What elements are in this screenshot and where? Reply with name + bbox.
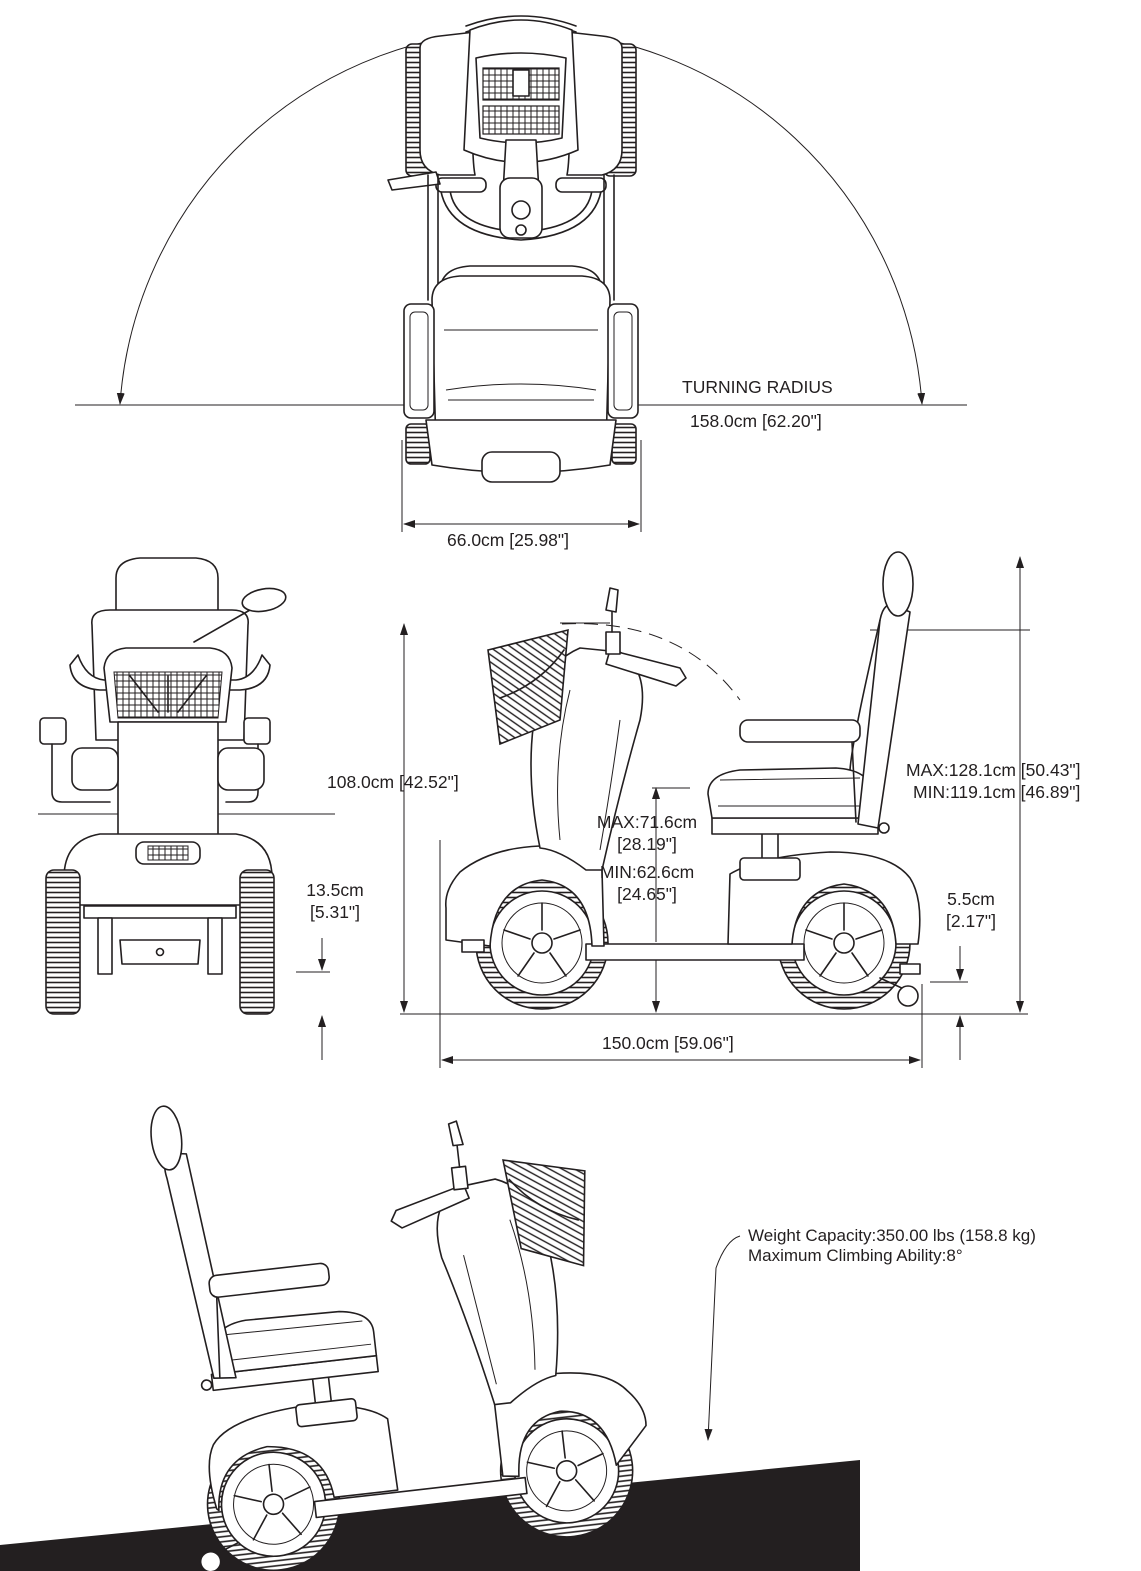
front-view xyxy=(38,557,335,1060)
seat-height-max-inches: [28.19"] xyxy=(617,834,677,854)
seat-height-max-value: MAX:71.6cm xyxy=(596,812,698,832)
top-view xyxy=(75,15,967,532)
overall-length-value: 150.0cm [59.06"] xyxy=(602,1033,734,1053)
rear-clearance-value: 5.5cm xyxy=(947,889,995,909)
turning-radius-label: TURNING RADIUS xyxy=(682,377,833,397)
side-view xyxy=(400,551,1030,1068)
turning-radius-value: 158.0cm [62.20"] xyxy=(690,411,822,431)
overall-width-value: 66.0cm [25.98"] xyxy=(447,530,569,550)
seat-height-min-inches: [24.65"] xyxy=(617,884,677,904)
overall-height-value: 108.0cm [42.52"] xyxy=(327,772,459,792)
ground-clearance-value: 13.5cm xyxy=(306,880,364,900)
total-height-max-value: MAX:128.1cm [50.43"] xyxy=(906,760,1081,780)
climbing-ability-text: Maximum Climbing Ability:8° xyxy=(748,1246,963,1265)
ground-clearance-inches: [5.31"] xyxy=(310,902,360,922)
incline-view xyxy=(0,1105,860,1571)
seat-height-min-value: MIN:62.6cm xyxy=(599,862,695,882)
rear-clearance-inches: [2.17"] xyxy=(946,911,996,931)
weight-capacity-text: Weight Capacity:350.00 lbs (158.8 kg) xyxy=(748,1226,1036,1245)
total-height-min-value: MIN:119.1cm [46.89"] xyxy=(913,782,1081,802)
